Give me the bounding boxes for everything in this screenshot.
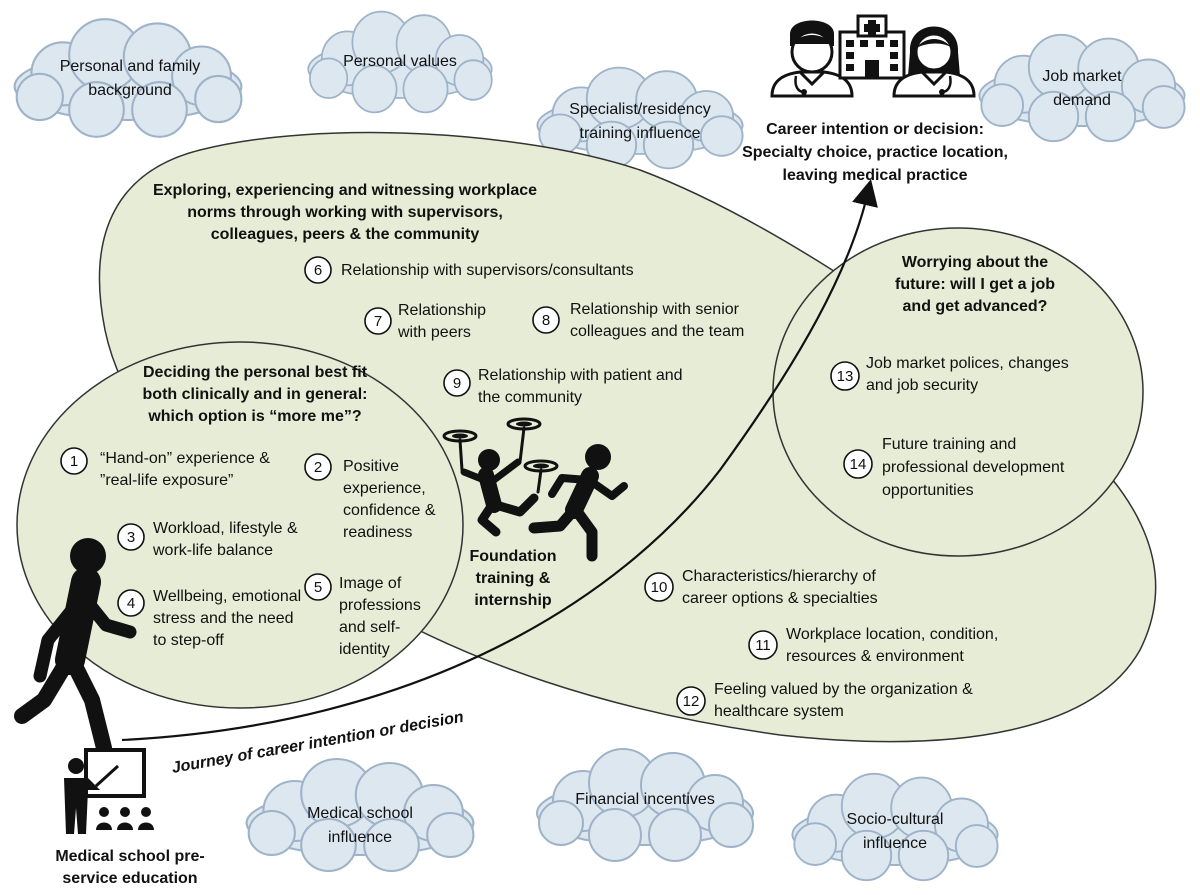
factor-3-marker: [117, 523, 145, 551]
cloud-medical-school-label: Medical school influence: [307, 805, 413, 846]
cloud-personal-family-label: Personal and family background: [59, 58, 201, 99]
factor-1-marker: [60, 447, 88, 475]
factor-2-label: Positive experience, confidence & readin…: [343, 458, 436, 541]
foundation-figures-icon: [442, 417, 628, 562]
factor-14-number: 14: [850, 456, 867, 473]
workplace-region-title: Exploring, experiencing and witnessing w…: [152, 182, 538, 243]
factor-13-label: Job market polices, changes and job secu…: [866, 355, 1069, 394]
factor-10-marker: [644, 572, 674, 602]
foundation-stage-label: Foundation training & internship: [469, 548, 557, 609]
factor-2-number: 2: [314, 459, 322, 476]
journey-arrow: [121, 179, 878, 742]
factor-3-number: 3: [127, 529, 135, 546]
factor-12-marker: [676, 686, 706, 716]
factor-7-number: 7: [374, 313, 382, 330]
factor-1-label: “Hand-on” experience & ”real-life exposu…: [100, 450, 270, 489]
factor-6-label: Relationship with supervisors/consultant…: [341, 262, 634, 279]
factor-13-marker: [830, 361, 860, 391]
factor-4-number: 4: [127, 595, 135, 612]
personal-fit-region-title: Deciding the personal best fit both clin…: [142, 364, 368, 425]
factor-12-number: 12: [683, 693, 700, 710]
male-doctor-icon: [770, 20, 854, 98]
hospital-icon: [838, 14, 906, 80]
factor-9-number: 9: [453, 375, 461, 392]
factor-11-marker: [748, 630, 778, 660]
factor-5-marker: [304, 573, 332, 601]
cloud-socio-cultural-label: Socio-cultural influence: [846, 811, 944, 852]
female-doctor-icon: [892, 26, 976, 98]
cloud-job-market-label: Job market demand: [1042, 68, 1122, 109]
career-decision-title: Career intention or decision: Specialty …: [742, 121, 1008, 184]
factor-1-number: 1: [70, 453, 78, 470]
factor-5-number: 5: [314, 579, 322, 596]
factor-10-number: 10: [651, 579, 668, 596]
factor-10-label: Characteristics/hierarchy of career opti…: [682, 568, 878, 607]
cloud-financial-label: Financial incentives: [575, 791, 715, 808]
factor-8-marker: [532, 306, 560, 334]
factor-12-label: Feeling valued by the organization & hea…: [714, 681, 973, 720]
factor-4-label: Wellbeing, emotional stress and the need…: [153, 588, 302, 649]
factor-8-label: Relationship with senior colleagues and …: [570, 301, 745, 340]
factor-11-label: Workplace location, condition, resources…: [786, 626, 999, 665]
teacher-icon: [64, 748, 154, 834]
medical-school-stage-label: Medical school pre-service education: [55, 848, 205, 887]
factor-8-number: 8: [542, 312, 550, 329]
factor-11-number: 11: [755, 637, 771, 654]
cloud-personal-values-label: Personal values: [343, 53, 457, 70]
factor-5-label: Image of professions and self-identity: [339, 575, 421, 658]
factor-14-marker: [843, 449, 873, 479]
factor-3-label: Workload, lifestyle & work-life balance: [153, 520, 298, 559]
factor-9-marker: [443, 369, 471, 397]
factor-4-marker: [117, 589, 145, 617]
factor-6-number: 6: [314, 262, 322, 279]
cloud-specialist-label: Specialist/residency training influence: [569, 101, 711, 142]
factor-14-label: Future training and professional develop…: [882, 436, 1065, 499]
future-region-title: Worrying about the future: will I get a …: [895, 254, 1055, 315]
factor-7-marker: [364, 307, 392, 335]
factor-9-label: Relationship with patient and the commun…: [478, 367, 683, 406]
walking-person-icon: [14, 538, 137, 756]
factor-2-marker: [304, 453, 332, 481]
factor-6-marker: [304, 256, 332, 284]
factor-13-number: 13: [837, 368, 854, 385]
factor-7-label: Relationship with peers: [398, 302, 487, 341]
